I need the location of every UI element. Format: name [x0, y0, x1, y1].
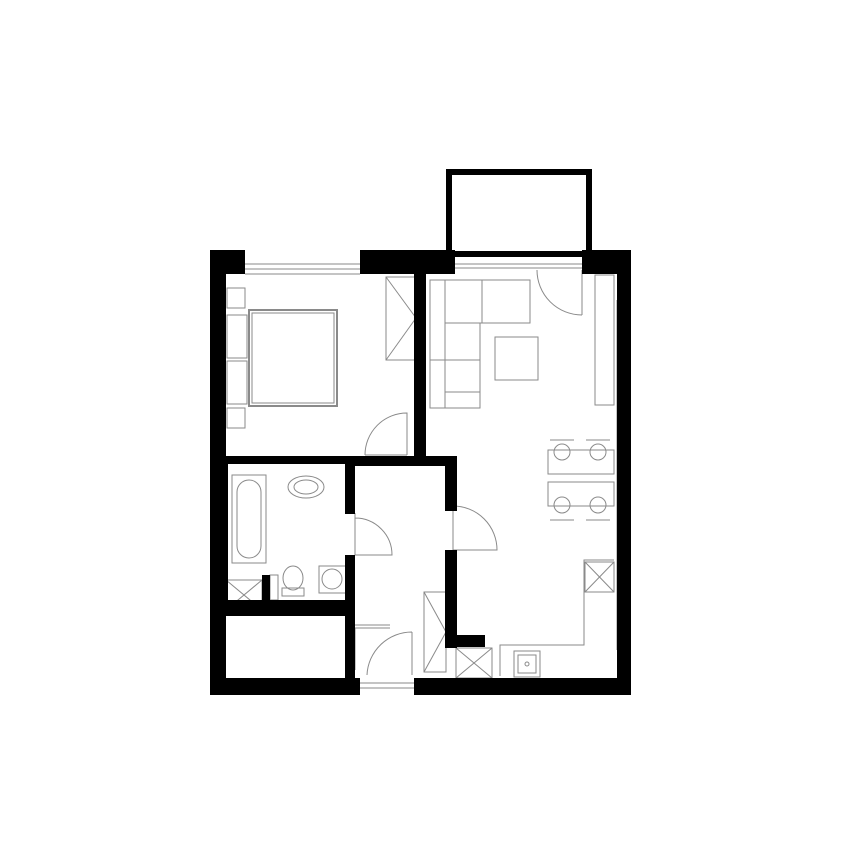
- doors: [350, 269, 583, 676]
- balcony: [446, 169, 592, 257]
- toilet: [281, 565, 305, 597]
- bathtub: [231, 474, 267, 564]
- living-room-cabinet: [594, 274, 615, 406]
- washing-machine: [318, 565, 347, 594]
- walls: [210, 250, 631, 695]
- coffee-table: [494, 336, 539, 381]
- corner-sofa: [429, 279, 531, 409]
- dining-table: [547, 439, 615, 521]
- bathroom-shelf: [269, 574, 279, 601]
- wardrobe: [385, 276, 417, 361]
- hall-wardrobe: [423, 591, 447, 673]
- kitchen-counter: [499, 559, 615, 678]
- sink: [287, 475, 325, 499]
- double-bed: [226, 287, 338, 429]
- shaft-kitchen: [455, 647, 493, 679]
